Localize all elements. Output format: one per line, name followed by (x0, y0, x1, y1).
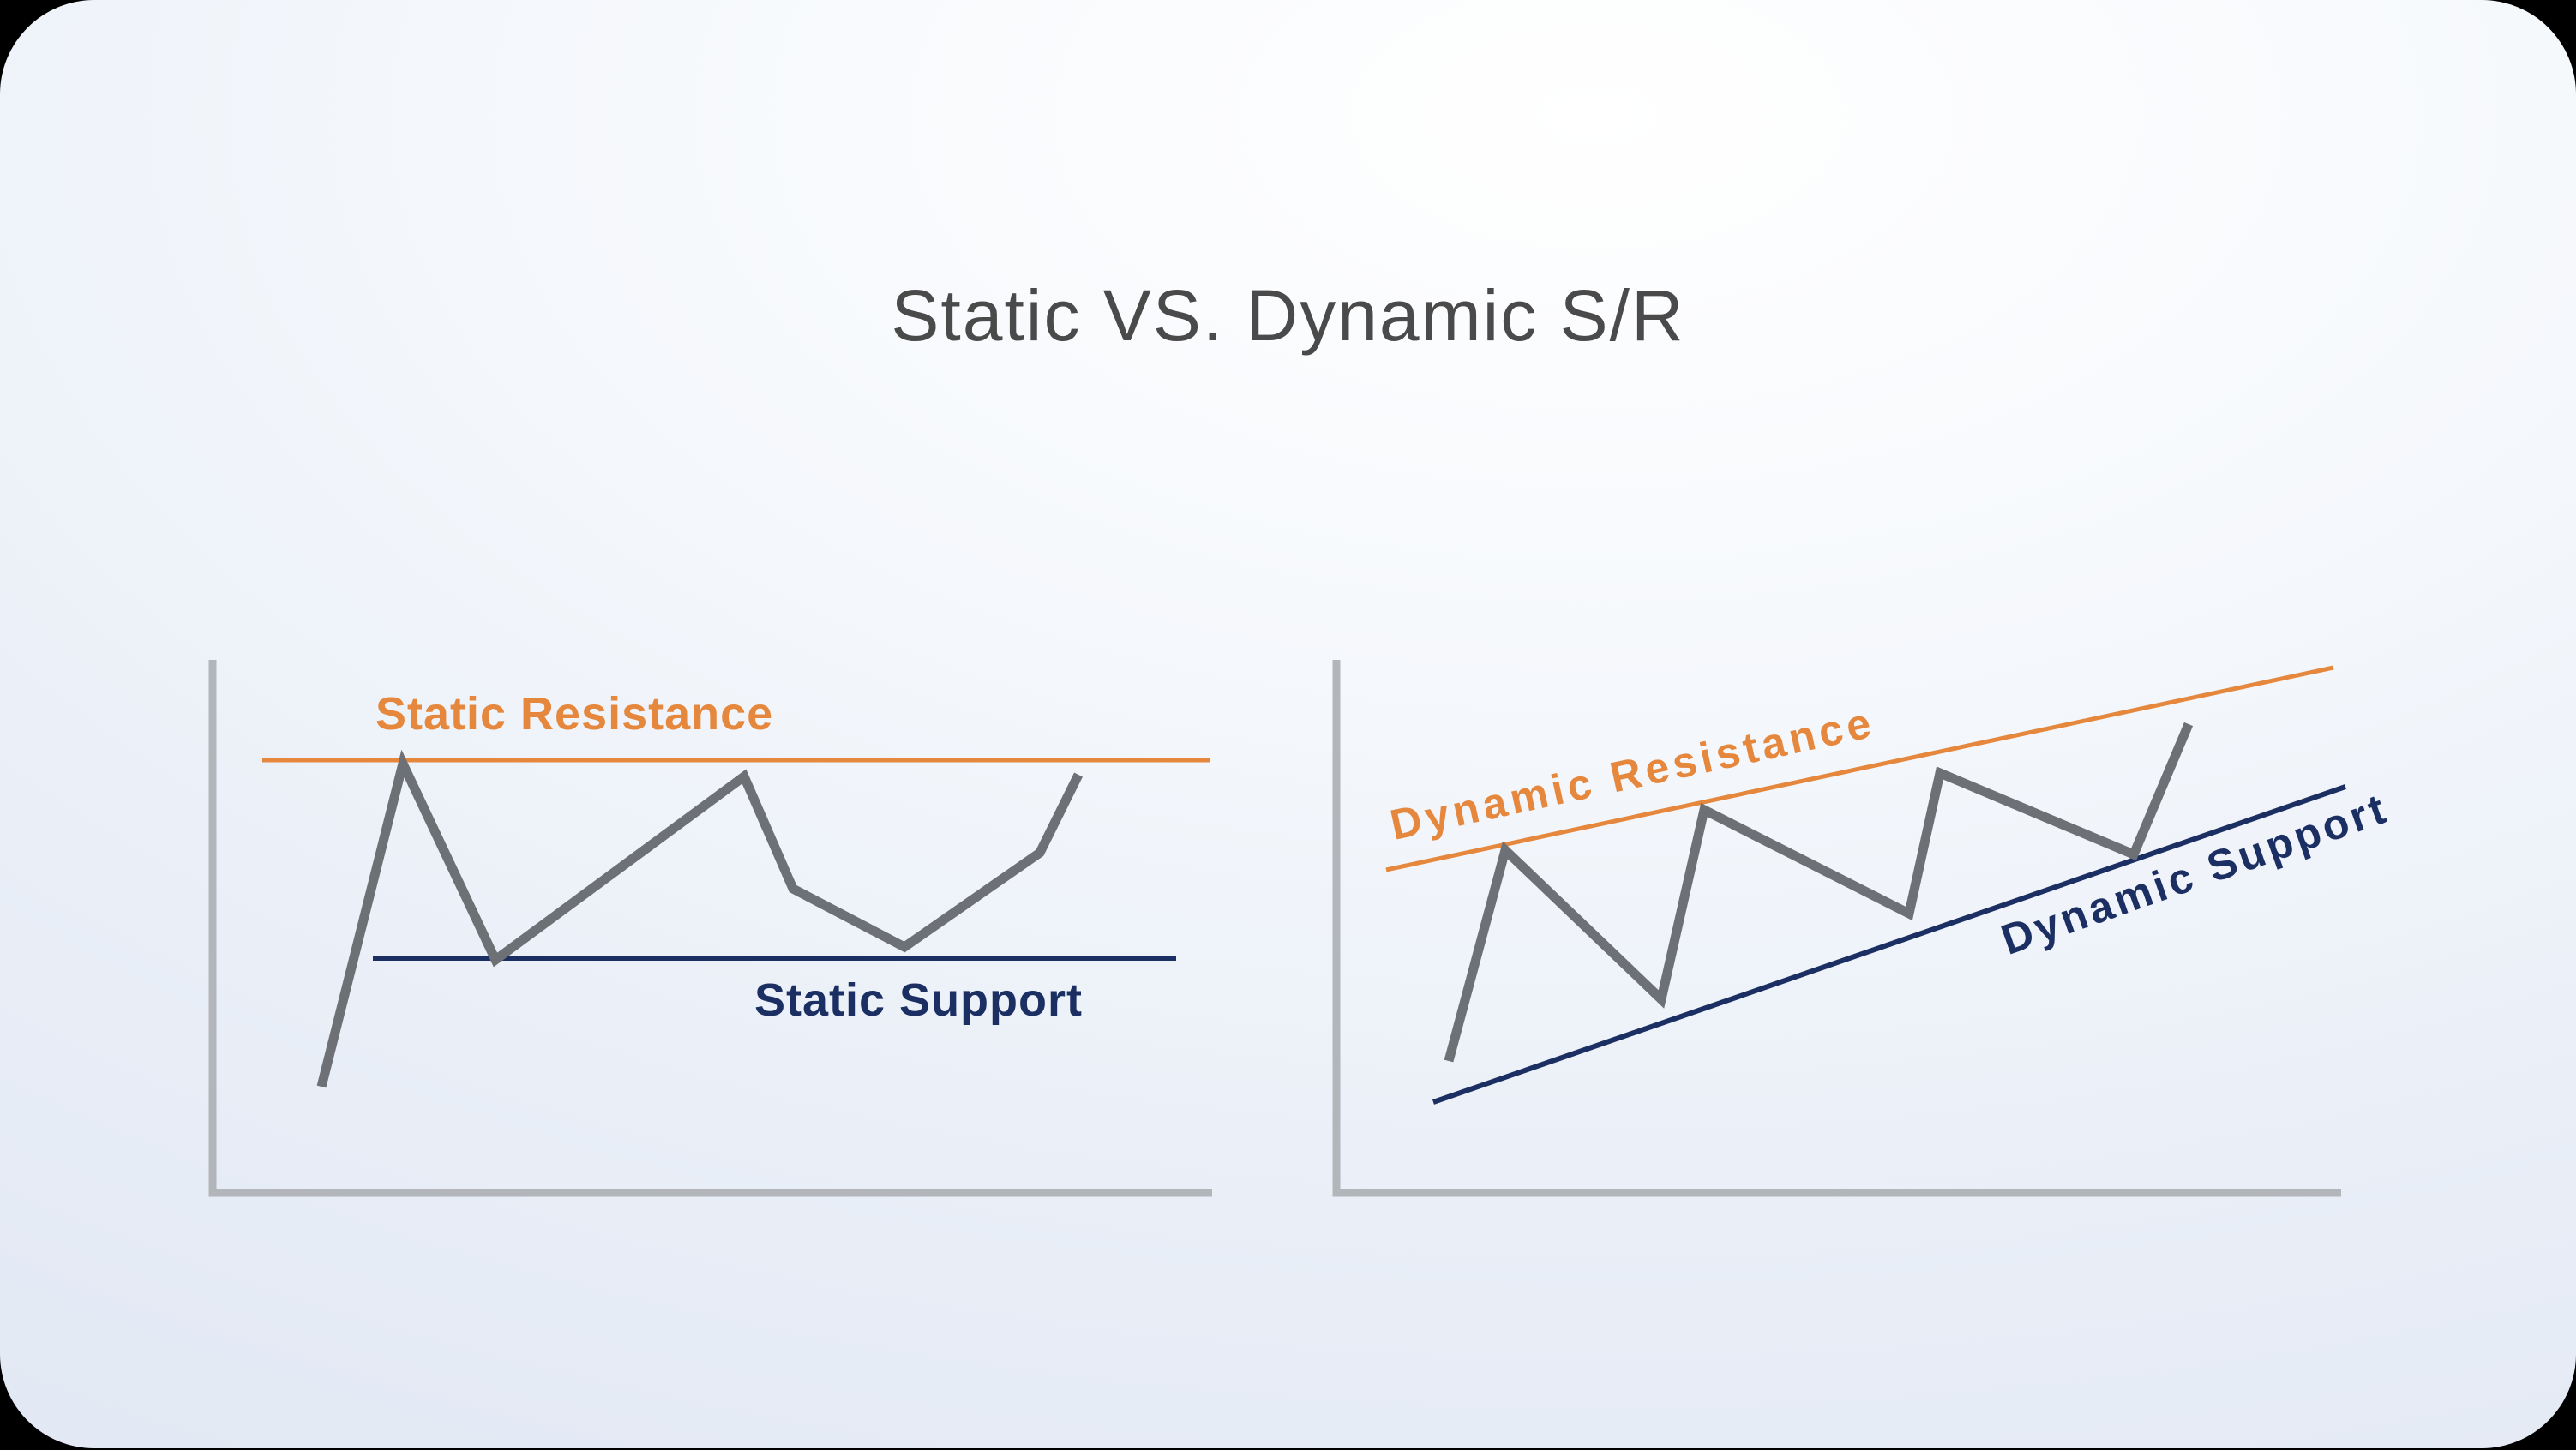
left-support-label: Static Support (754, 974, 1084, 1026)
left-price-zigzag-line (316, 749, 1083, 1088)
right-chart-axes (1332, 660, 2341, 1197)
right-price-zigzag-line (1444, 722, 2194, 1063)
left-resistance-label: Static Resistance (375, 688, 774, 740)
right-dynamic-support-line (1432, 784, 2346, 1105)
page-title: Static VS. Dynamic S/R (891, 275, 1685, 356)
right-dynamic-resistance-line (1385, 665, 2334, 872)
left-chart-axes (208, 660, 1212, 1197)
